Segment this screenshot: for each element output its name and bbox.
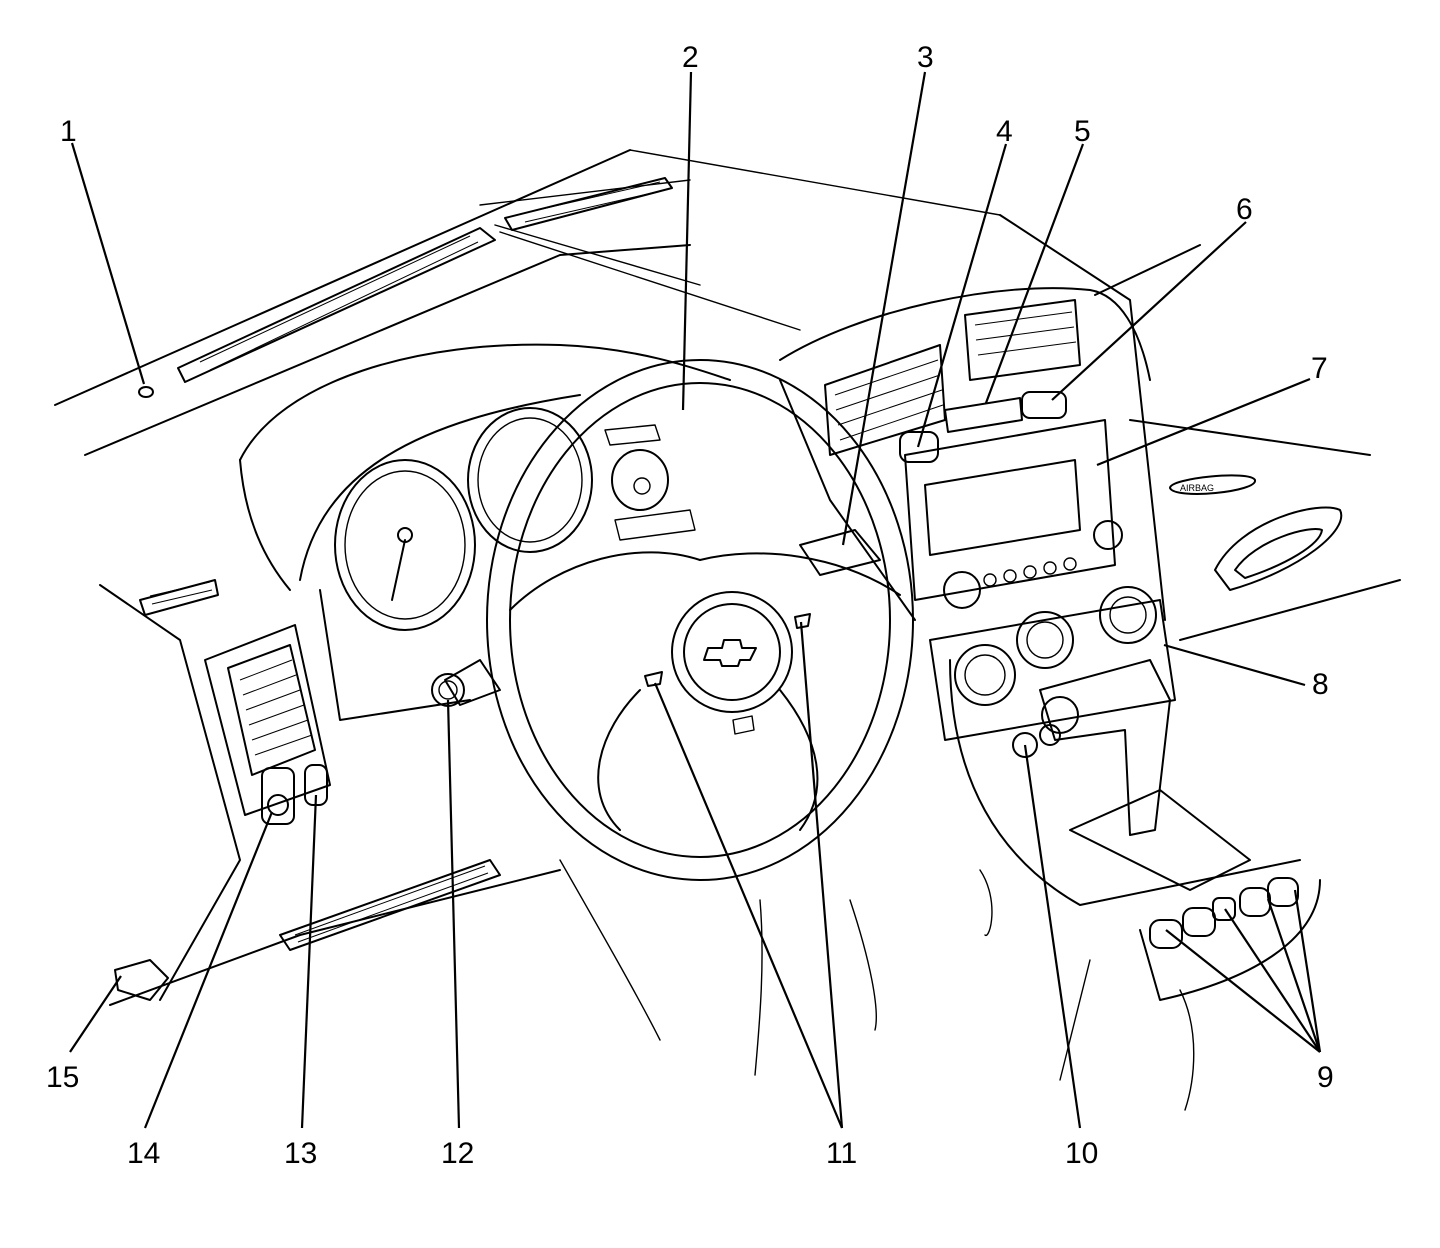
callout-10: 10: [1065, 1137, 1098, 1170]
leader-10: [1023, 744, 1082, 1129]
passenger-airbag-indicator: [944, 397, 1023, 433]
console-switch-1: [1149, 919, 1183, 949]
tachometer-gauge: [334, 459, 476, 631]
leader-9c: [1266, 898, 1322, 1053]
left-vent-panel: [139, 579, 331, 825]
callout-9: 9: [1317, 1061, 1334, 1094]
callout-5: 5: [1074, 115, 1091, 148]
chevrolet-emblem: [703, 639, 757, 667]
leader-8: [1163, 643, 1306, 687]
console-switch-5: [1267, 877, 1299, 907]
leader-3: [841, 71, 927, 546]
glove-box-latch: [1214, 506, 1343, 591]
console-switch-3: [1212, 897, 1236, 921]
callout-12: 12: [441, 1137, 474, 1170]
shift-lever: [1039, 659, 1171, 836]
leader-1: [70, 142, 146, 385]
lower-left-trim: [99, 584, 561, 1006]
leader-5: [984, 143, 1085, 404]
callout-14: 14: [127, 1137, 160, 1170]
hvac-knob-left: [954, 644, 1016, 706]
callout-4: 4: [996, 115, 1013, 148]
sunload-sensor: [138, 386, 154, 398]
callout-7: 7: [1311, 352, 1328, 385]
leader-lines: [69, 71, 1322, 1129]
callout-1: 1: [60, 115, 77, 148]
callout-numbers: 1 2 3 4 5 6 7 8 9 10 11 12 13 14 15: [46, 41, 1334, 1170]
leader-11a: [653, 682, 844, 1129]
callout-2: 2: [682, 41, 699, 74]
steering-wheel: [486, 359, 914, 881]
radio: [904, 419, 1116, 601]
knee-bolster-vent: [279, 859, 501, 951]
wiper-washer-switch: [799, 529, 881, 576]
console-switch-4: [1239, 887, 1271, 917]
leader-9d: [1293, 889, 1322, 1053]
fuel-gauge: [611, 449, 669, 511]
stalks: [431, 529, 881, 707]
leader-7: [1096, 377, 1311, 467]
leader-14: [143, 811, 274, 1129]
dashboard-top: [54, 149, 1001, 456]
leader-6: [1051, 221, 1247, 401]
airbag-badge: AIRBAG: [1169, 474, 1256, 495]
center-vent-right: [964, 299, 1081, 381]
leader-9b: [1224, 908, 1321, 1053]
console-switch-2: [1182, 907, 1216, 937]
callout-3: 3: [917, 41, 934, 74]
accessory-power-outlet: [1012, 732, 1038, 758]
center-stack: [779, 287, 1321, 1001]
headlamp-switch: [261, 767, 295, 825]
floor-area: [559, 859, 1195, 1111]
callout-8: 8: [1312, 668, 1329, 701]
speedometer-gauge: [467, 407, 593, 553]
center-vent-left: [824, 344, 946, 456]
leader-15: [69, 975, 122, 1053]
callout-11: 11: [826, 1137, 857, 1170]
security-indicator: [1021, 391, 1067, 419]
instrument-cluster: [319, 407, 696, 721]
hvac-knob-center: [1016, 611, 1074, 669]
callout-15: 15: [46, 1061, 79, 1094]
callout-6: 6: [1236, 193, 1253, 226]
hvac-knob-right: [1099, 586, 1157, 644]
passenger-side: AIRBAG: [999, 214, 1401, 641]
callout-13: 13: [284, 1137, 317, 1170]
leader-2: [681, 71, 693, 411]
leader-9a: [1165, 929, 1321, 1053]
steering-wheel-control-left: [644, 671, 663, 687]
svg-text:AIRBAG: AIRBAG: [1180, 483, 1214, 493]
hazard-switch: [899, 431, 939, 463]
steering-wheel-control-right: [794, 613, 811, 629]
data-link-connector: [114, 959, 169, 1001]
defroster-vent: [177, 177, 673, 383]
leader-13: [300, 794, 318, 1129]
leader-11b: [799, 621, 844, 1129]
leader-4: [916, 143, 1008, 448]
steering-wheel-hub: [671, 591, 793, 713]
leader-12: [446, 699, 461, 1129]
